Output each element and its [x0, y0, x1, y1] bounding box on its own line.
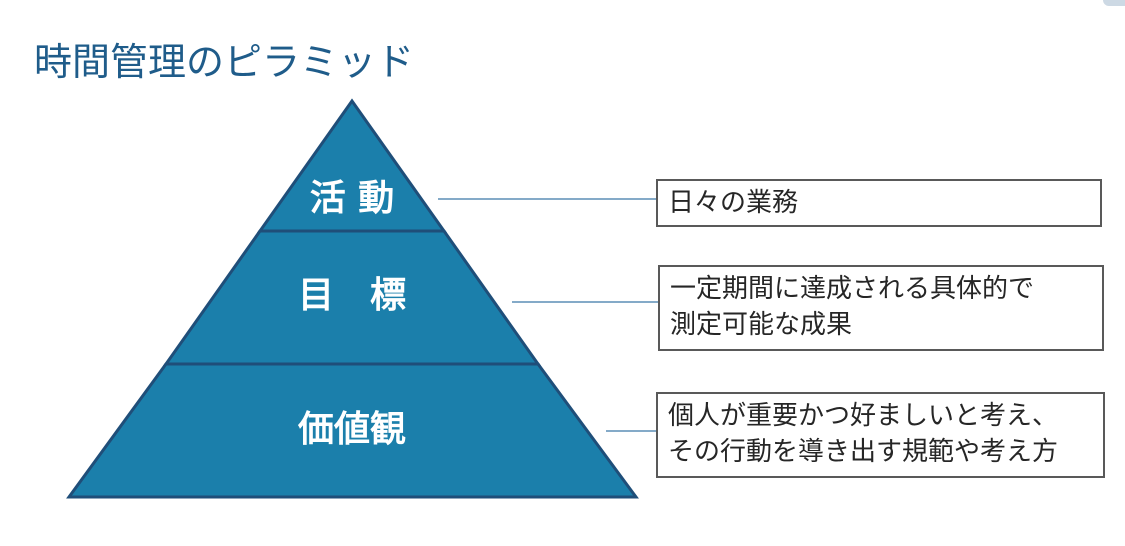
tier-label-values: 価値観 [297, 409, 406, 450]
corner-decoration [1103, 0, 1125, 6]
pyramid-tier-bottom [66, 362, 639, 499]
description-box-activity: 日々の業務 [656, 179, 1102, 227]
page-title: 時間管理のピラミッド [34, 40, 415, 85]
description-box-goal: 一定期間に達成される具体的で 測定可能な成果 [658, 265, 1104, 351]
tier-label-activity: 活 動 [309, 178, 395, 219]
description-box-values: 個人が重要かつ好ましいと考え、 その行動を導き出す規範や考え方 [656, 392, 1105, 478]
tier-label-goal: 目 標 [297, 275, 406, 316]
